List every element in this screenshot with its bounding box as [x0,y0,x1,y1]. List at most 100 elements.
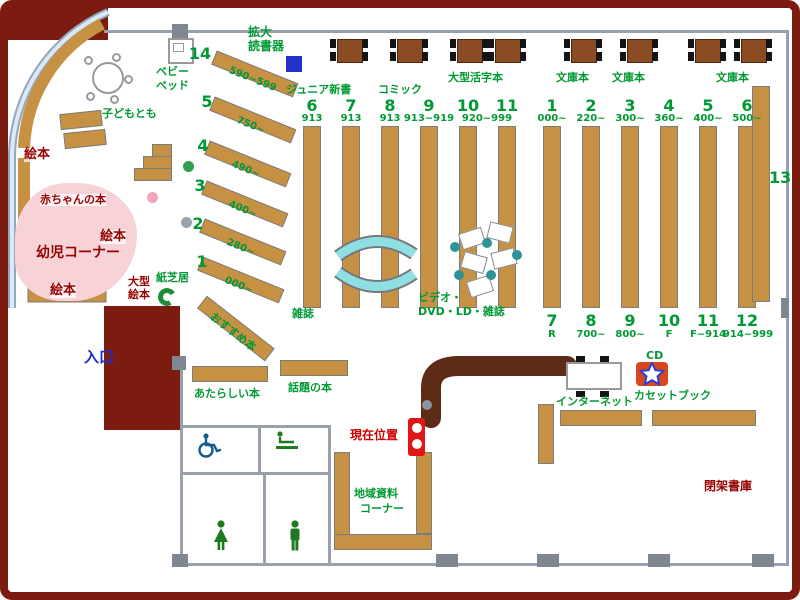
video-label-2: DVD・LD・雑誌 [418,305,505,318]
baby-change-icon [276,431,298,449]
pillar [752,554,774,567]
closed-stacks-label: 閉架書庫 [704,479,753,493]
baby-bed-pillow [173,43,184,52]
chair-icon [482,39,488,48]
section-bunko-3: 文庫本 [716,71,749,84]
stack-number: 7 [345,96,357,115]
reading-table [564,36,602,64]
book-stack [381,126,399,308]
chair-icon [576,391,585,397]
marker-dot [411,439,422,449]
pillar [436,554,458,567]
man-icon [290,520,300,551]
chair-icon [450,52,456,61]
chair-icon [112,53,121,62]
chair-icon [600,356,609,362]
diagonal-shelf: 400~ [201,180,289,228]
magnifier-label-2: 読書器 [248,39,285,53]
table-top [571,39,597,63]
chair-icon [734,52,740,61]
chair-icon [688,39,694,48]
stack-number: 7 [546,311,558,330]
section-large-print: 大型活字本 [448,71,503,84]
curved-bench-graphic [334,235,418,293]
toddler-corner-label: 幼児コーナー [36,245,120,261]
book-stack [543,126,561,308]
stack-number: 5 [201,92,213,111]
shelf-range-label: 750~ [234,114,267,137]
magnifier-label-1: 拡大 [248,25,273,39]
chair-icon [620,52,626,61]
picture-books-label-1: 絵本 [24,147,51,163]
stack-range: F~914 [689,329,727,340]
wall-toilet-mid [180,472,331,475]
picture-books-label-2: 絵本 [100,229,127,245]
stack-number: 8 [585,311,597,330]
shelf-range-label: 400~ [226,198,259,221]
stack-number: 8 [384,96,396,115]
stack-number: 11 [696,311,720,330]
stack-number: 4 [197,136,209,155]
chair-icon [620,39,626,48]
stool-teal-icon [450,242,460,252]
magnifier-device-icon [286,56,302,72]
pillar [172,554,188,567]
diagonal-shelf: 280~ [199,218,287,266]
chair-icon [390,52,396,61]
baby-bed-label-1: ベビー [156,65,189,78]
chair-icon [720,52,726,61]
marker-dot [411,423,422,433]
pillar [648,554,670,567]
stack-range: 914~999 [722,329,774,340]
chair-icon [124,75,133,84]
stack-number: 14 [188,44,212,63]
reading-table [688,36,726,64]
stack-number: 2 [585,96,597,115]
topic-books-label: 話題の本 [288,381,332,394]
stack-number: 5 [702,96,714,115]
stack-range: 920~999 [461,113,513,124]
chair-icon [362,52,368,61]
wheelchair-icon [198,433,222,458]
baby-books-label: 赤ちゃんの本 [40,193,106,207]
book-stack [660,126,678,308]
table-top [337,39,363,63]
chair-icon [362,39,368,48]
chair-icon [766,39,772,48]
section-bunko-2: 文庫本 [612,71,645,84]
chair-icon [600,391,609,397]
book-stack [582,126,600,308]
south-shelf [560,410,642,426]
stack-range: 700~ [576,329,606,340]
reading-table [620,36,658,64]
stack-number: 6 [306,96,318,115]
internet-table [566,362,622,390]
wall-toilet-divider-lower [263,475,266,565]
local-materials-shelf [416,452,432,534]
wall-bottom [180,563,789,566]
pillar-dot [422,400,432,410]
topic-books-shelf [280,360,348,376]
chair-icon [422,39,428,48]
you-are-here-label: 現在位置 [350,426,399,443]
stool-teal-icon [482,238,492,248]
pillar [781,298,789,318]
reading-table [390,36,428,64]
stack-range: 220~ [576,113,606,124]
recommended-books-shelf: おすすめ本 [197,295,275,362]
stack-range: 000~ [537,113,567,124]
shelf-range-label: 590~599 [227,65,278,95]
chair-icon [488,52,494,61]
service-counter [421,356,577,428]
chair-icon [652,52,658,61]
wall-top [104,30,789,33]
local-materials-shelf [334,534,432,550]
reading-table [488,36,526,64]
table-top [495,39,521,63]
pillar [172,24,188,38]
stack-number: 9 [423,96,435,115]
reading-table [450,36,488,64]
stack-range: 400~ [693,113,723,124]
stack-number: 3 [624,96,636,115]
